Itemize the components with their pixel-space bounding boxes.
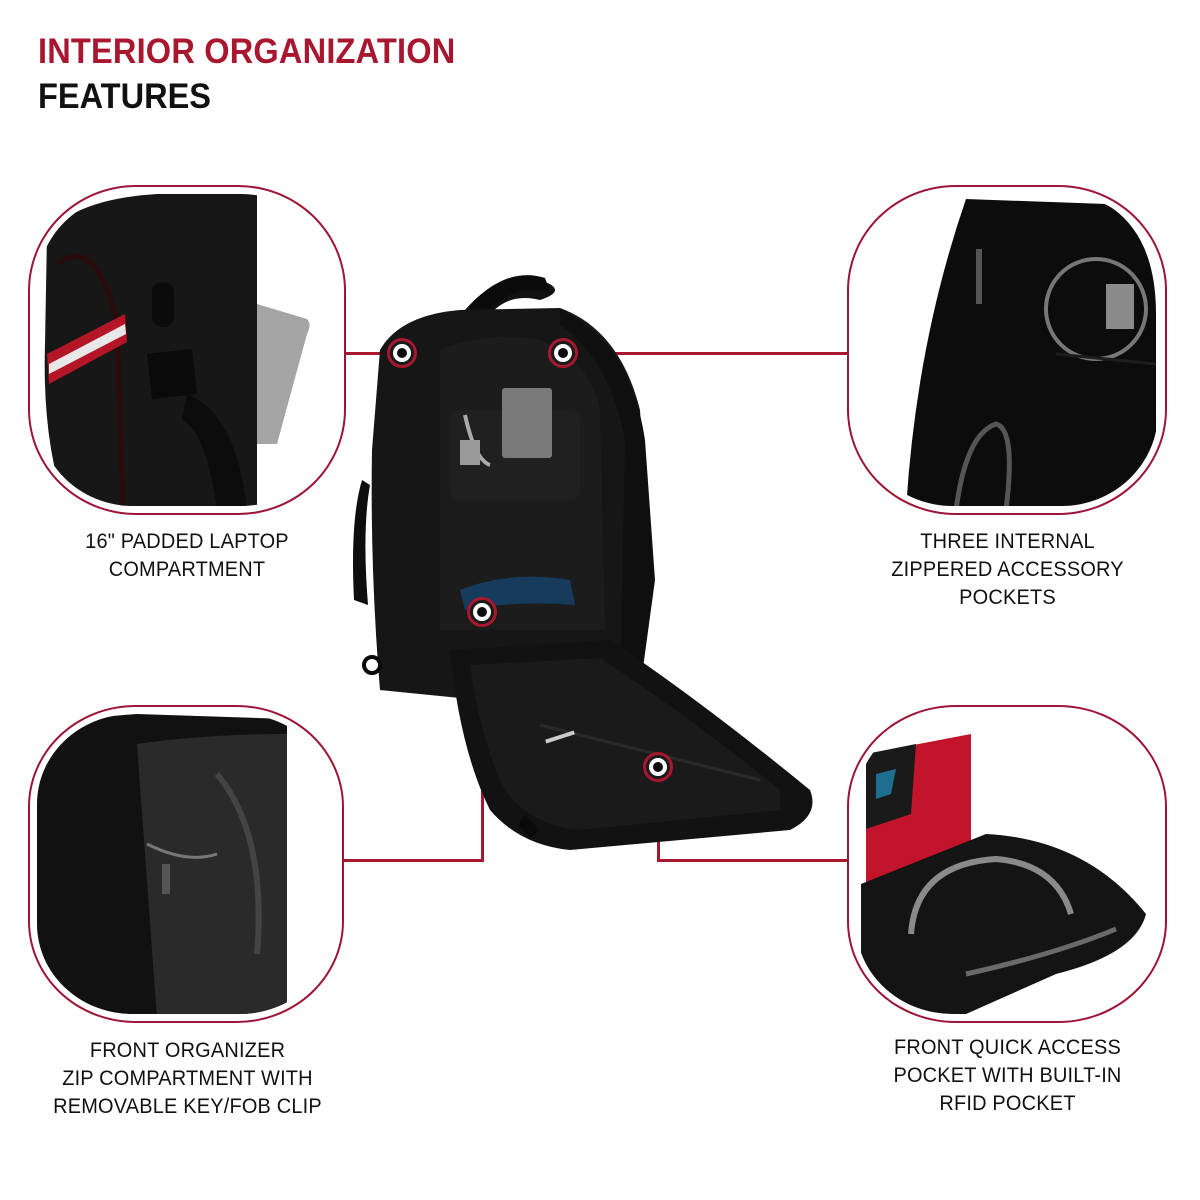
caption-line: ZIPPERED ACCESSORY	[891, 558, 1124, 581]
hotspot-quick-access-pocket[interactable]	[643, 752, 673, 782]
connector-quick-horizontal	[657, 859, 848, 862]
hotspot-internal-pockets[interactable]	[548, 338, 578, 368]
hotspot-laptop-compartment[interactable]	[387, 338, 417, 368]
connector-pockets	[563, 352, 848, 355]
feature-image-laptop-compartment	[28, 185, 346, 515]
caption-front-organizer: FRONT ORGANIZER ZIP COMPARTMENT WITH REM…	[28, 1037, 346, 1121]
backpack-illustration	[340, 270, 840, 870]
hotspot-front-organizer[interactable]	[467, 597, 497, 627]
feature-image-quick-access-pocket	[847, 705, 1167, 1023]
connector-laptop	[346, 352, 402, 355]
backpack-icon	[353, 275, 813, 850]
caption-line: FRONT ORGANIZER	[89, 1039, 286, 1062]
caption-line: ZIP COMPARTMENT WITH	[62, 1067, 313, 1090]
caption-line: THREE INTERNAL	[920, 530, 1095, 553]
caption-internal-pockets: THREE INTERNAL ZIPPERED ACCESSORY POCKET…	[863, 528, 1153, 612]
caption-line: POCKET WITH BUILT-IN	[893, 1064, 1122, 1087]
caption-line: REMOVABLE KEY/FOB CLIP	[53, 1095, 322, 1118]
feature-image-internal-pockets	[847, 185, 1167, 515]
caption-line: RFID POCKET	[939, 1092, 1076, 1115]
title-line-2: FEATURES	[38, 77, 212, 116]
caption-laptop-compartment: 16" PADDED LAPTOP COMPARTMENT	[36, 528, 338, 584]
caption-line: POCKETS	[959, 586, 1056, 609]
caption-line: 16" PADDED LAPTOP	[85, 530, 289, 553]
caption-quick-access-pocket: FRONT QUICK ACCESS POCKET WITH BUILT-IN …	[863, 1034, 1153, 1118]
caption-line: FRONT QUICK ACCESS	[894, 1036, 1121, 1059]
title-line-1: INTERIOR ORGANIZATION	[38, 32, 456, 71]
caption-line: COMPARTMENT	[108, 558, 266, 581]
feature-image-front-organizer	[28, 705, 344, 1023]
connector-organizer-horizontal	[344, 859, 484, 862]
